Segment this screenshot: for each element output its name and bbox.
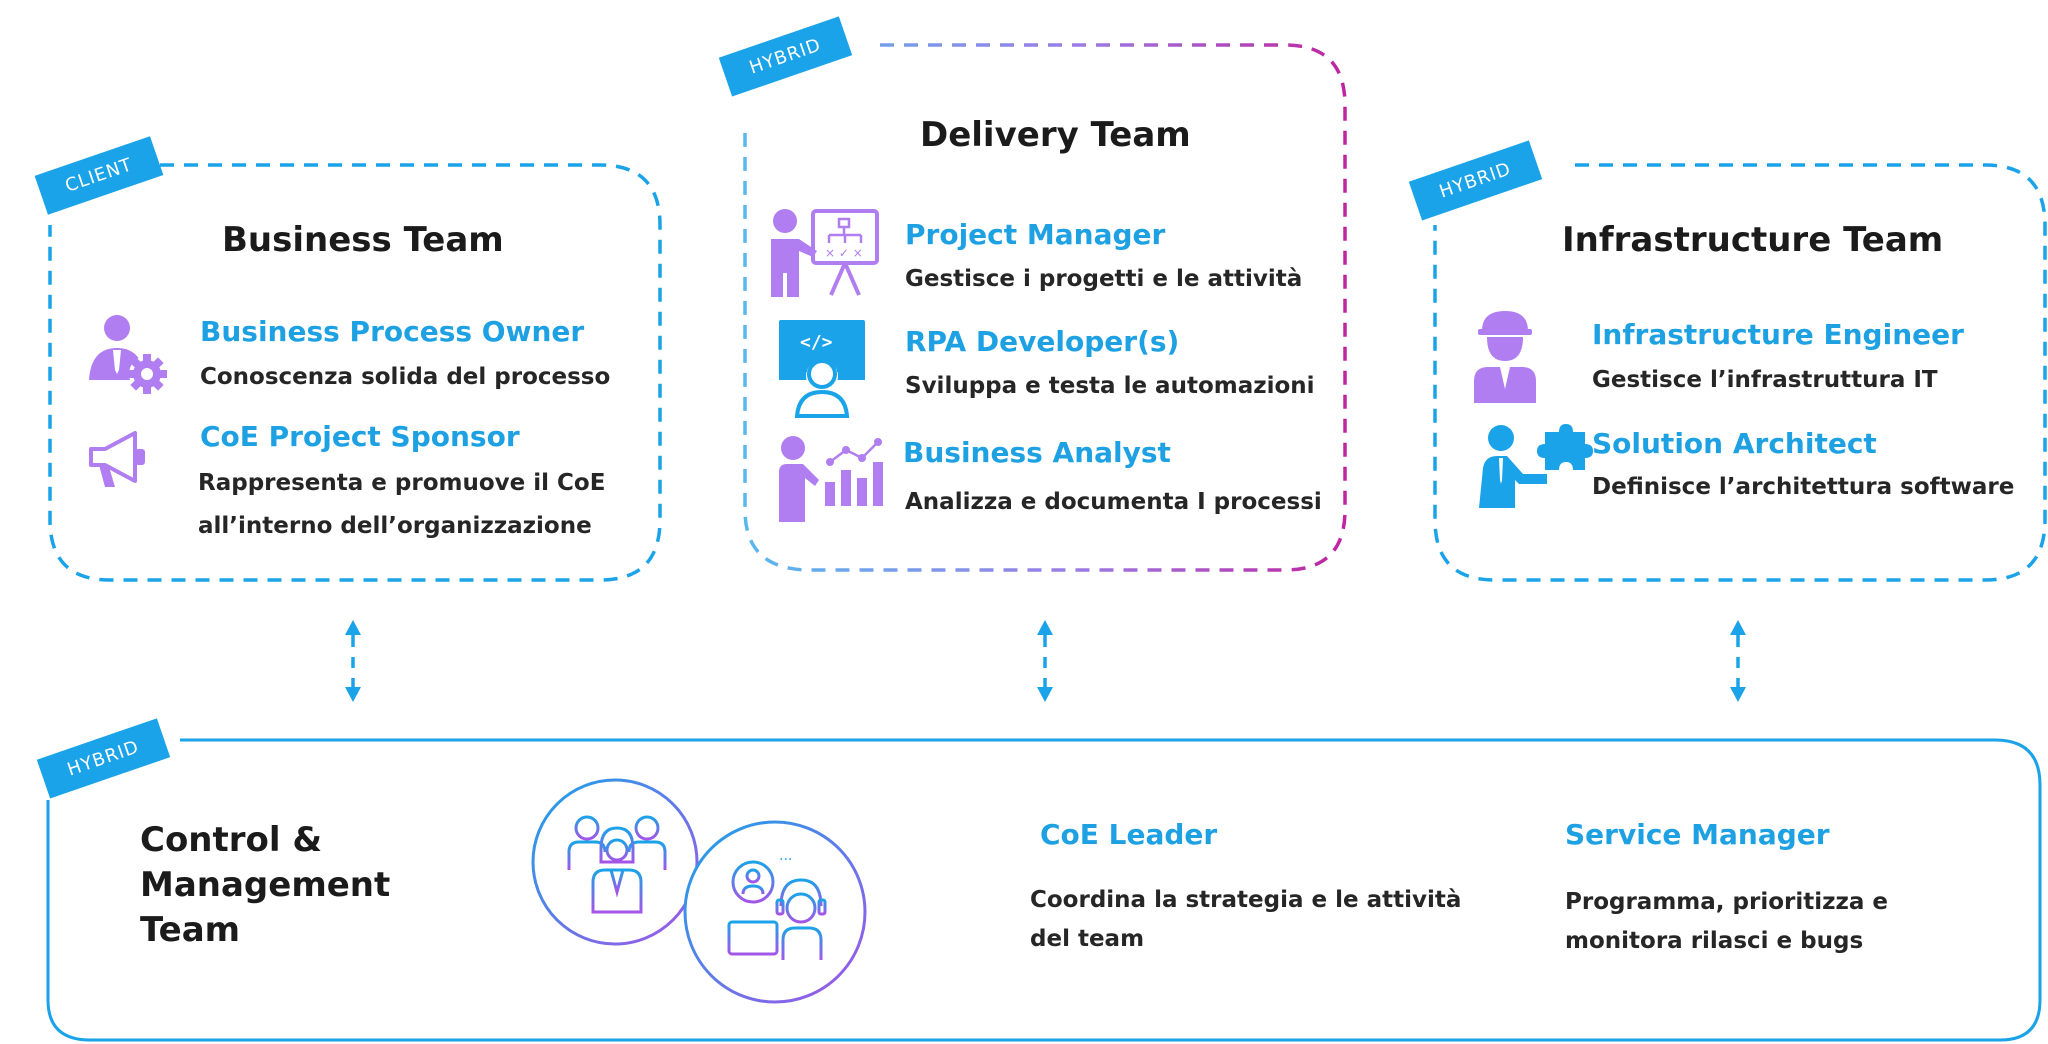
arrow-infrastructure-control — [1730, 620, 1746, 702]
infrastructure-engineer-title: Infrastructure Engineer — [1592, 318, 1964, 351]
megaphone-icon — [89, 431, 145, 487]
hardhat-engineer-icon — [1474, 311, 1536, 403]
coe-project-sponsor-title: CoE Project Sponsor — [200, 420, 520, 453]
puzzle-architect-icon — [1479, 424, 1593, 508]
business-team-title: Business Team — [222, 220, 504, 260]
control-team-title: Control & Management Team — [140, 818, 390, 953]
analytics-chart-icon — [779, 436, 883, 522]
infrastructure-team-frame — [1433, 163, 2047, 582]
service-manager-desc-line2: monitora rilasci e bugs — [1565, 928, 1864, 954]
service-manager-title: Service Manager — [1565, 818, 1830, 851]
coe-project-sponsor-desc-line2: all’interno dell’organizzazione — [198, 513, 592, 539]
coe-project-sponsor-desc-line1: Rappresenta e promuove il CoE — [198, 470, 606, 496]
svg-text:...: ... — [779, 848, 792, 864]
infrastructure-team-title: Infrastructure Team — [1562, 220, 1944, 260]
business-analyst-desc: Analizza e documenta I processi — [905, 489, 1322, 515]
arrow-delivery-control — [1037, 620, 1053, 702]
project-manager-title: Project Manager — [905, 218, 1166, 251]
business-process-owner-desc: Conoscenza solida del processo — [200, 364, 611, 390]
business-analyst-title: Business Analyst — [903, 436, 1171, 469]
coe-leader-desc-line2: del team — [1030, 926, 1145, 952]
process-owner-icon — [89, 315, 167, 394]
presentation-board-icon: × ✓ × — [771, 209, 879, 297]
control-team-frame — [46, 738, 2042, 1042]
team-group-icon — [567, 815, 667, 914]
control-team-title-line3: Team — [140, 909, 241, 950]
solution-architect-desc: Definisce l’architettura software — [1592, 474, 2015, 500]
rpa-developer-title: RPA Developer(s) — [905, 325, 1180, 358]
business-team-frame — [48, 163, 662, 582]
coe-leader-desc-line1: Coordina la strategia e le attività — [1030, 887, 1462, 913]
svg-text:× ✓ ×: × ✓ × — [825, 246, 863, 260]
arrow-business-control — [345, 620, 361, 702]
control-team-title-line2: Management — [140, 864, 391, 905]
solution-architect-title: Solution Architect — [1592, 427, 1877, 460]
infrastructure-engineer-desc: Gestisce l’infrastruttura IT — [1592, 367, 1938, 393]
service-manager-desc-line1: Programma, prioritizza e — [1565, 889, 1889, 915]
business-process-owner-title: Business Process Owner — [200, 315, 585, 348]
control-team-title-line1: Control & — [140, 820, 323, 860]
support-agent-icon: ... — [723, 848, 829, 962]
svg-text:</>: </> — [800, 332, 833, 353]
rpa-developer-desc: Sviluppa e testa le automazioni — [905, 373, 1315, 399]
delivery-team-title: Delivery Team — [920, 115, 1191, 155]
coe-leader-title: CoE Leader — [1040, 818, 1218, 851]
developer-monitor-icon: </> — [779, 320, 865, 418]
project-manager-desc: Gestisce i progetti e le attività — [905, 266, 1303, 292]
